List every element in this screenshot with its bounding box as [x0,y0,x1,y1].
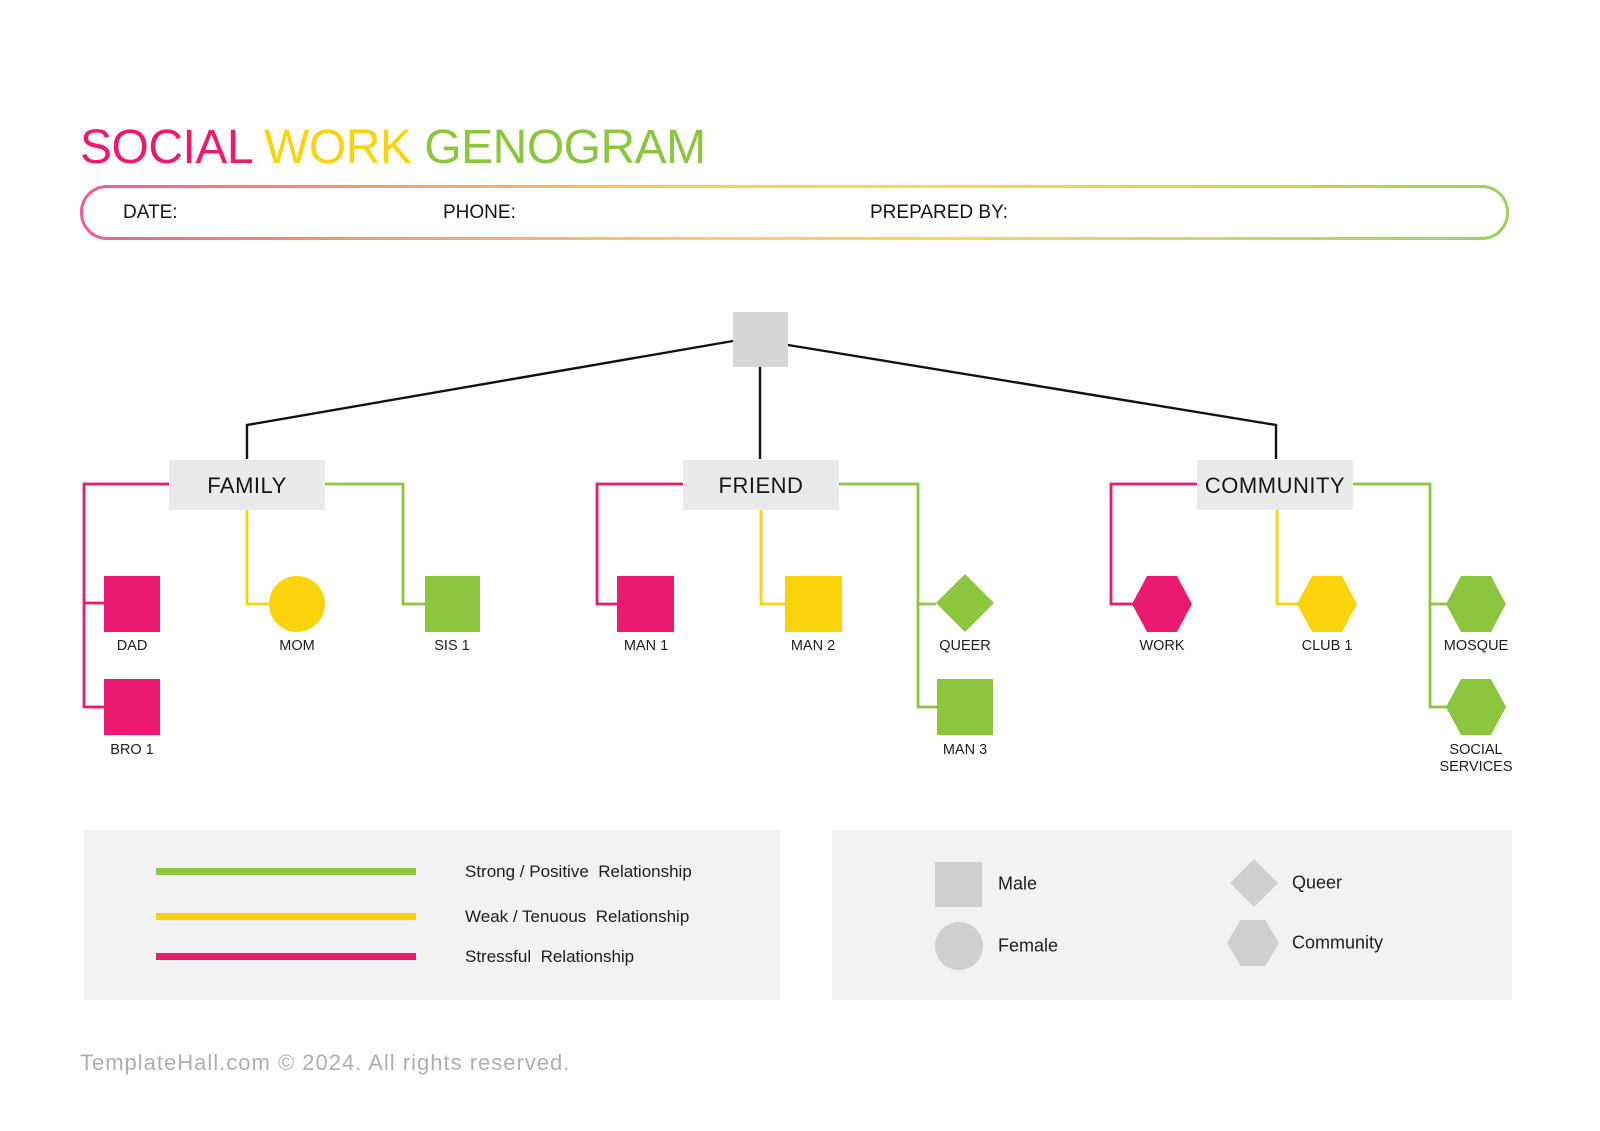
node-sis1-square [425,576,480,632]
node-social-services-hexagon [1446,679,1506,735]
node-dad-label: DAD [117,638,148,654]
connector-family-weak [245,510,269,606]
male-square-icon [935,862,982,907]
genogram-diagram: FAMILY FRIEND COMMUNITY DAD MOM SIS 1 BR… [82,312,1513,775]
node-work-label: WORK [1139,638,1184,654]
prepared-by-label: PREPARED BY: [870,202,1008,223]
node-man1-square [617,576,674,632]
node-bro1-square [104,679,160,735]
phone-label: PHONE: [443,202,516,223]
connector-community-strong [1353,482,1447,709]
info-bar: DATE: PHONE: PREPARED BY: [80,185,1509,240]
date-label: DATE: [123,202,178,223]
node-mosque-hexagon [1446,576,1506,632]
node-social-services-label-line1: SOCIAL [1449,742,1502,758]
node-dad-square [104,576,160,632]
legend-line-strong-positive [156,868,416,875]
legend-label-male: Male [998,873,1038,894]
community-hexagon-icon [1227,920,1279,966]
node-mosque-label: MOSQUE [1444,638,1509,654]
legend-label-female: Female [998,935,1059,956]
node-mom-label: MOM [279,638,314,654]
node-work-hexagon [1132,576,1192,632]
page-title: SOCIAL WORK GENOGRAM [80,120,706,175]
node-bro1-label: BRO 1 [110,742,154,758]
connector-family-stressful [82,482,169,709]
node-mom-circle [269,576,325,632]
connector-root-community [787,343,1278,459]
node-queer-diamond [936,574,994,632]
legend-label-queer: Queer [1292,872,1343,893]
node-sis1-label: SIS 1 [434,638,469,654]
node-queer-label: QUEER [939,638,991,654]
connector-community-stressful [1109,482,1197,606]
legend-label-community: Community [1292,932,1384,953]
node-man2-label: MAN 2 [791,638,835,654]
footer-copyright: TemplateHall.com © 2024. All rights rese… [80,1050,571,1075]
category-label-family: FAMILY [207,473,287,498]
prepared-by-input-area[interactable] [1008,194,1488,232]
legend-label-stressful: Stressful Relationship [465,947,635,966]
root-node-square [733,312,788,367]
node-social-services-label-line2: SERVICES [1439,759,1512,775]
node-man3-square [937,679,993,735]
node-man1-label: MAN 1 [624,638,668,654]
phone-input-area[interactable] [523,194,853,232]
category-box-community [1197,460,1353,510]
category-label-community: COMMUNITY [1205,473,1345,498]
legend-label-strong-positive: Strong / Positive Relationship [465,862,692,881]
female-circle-icon [935,922,983,970]
title-word-work: WORK [264,121,412,174]
connector-root-family [245,339,734,459]
node-club1-label: CLUB 1 [1302,638,1353,654]
node-man2-square [785,576,842,632]
shape-legend-panel: Male Female Queer Community [832,830,1512,1000]
legend-label-weak-tenuous: Weak / Tenuous Relationship [465,907,690,926]
legend-line-stressful [156,953,416,960]
queer-diamond-icon [1230,859,1278,907]
connector-friend-strong [839,482,937,709]
connector-friend-weak [759,510,785,606]
category-box-family [169,460,325,510]
connector-friend-stressful [595,482,683,606]
category-label-friend: FRIEND [719,473,804,498]
title-word-genogram: GENOGRAM [424,121,706,174]
connector-family-strong [325,482,425,606]
node-club1-hexagon [1297,576,1357,632]
info-bar-inner: DATE: PHONE: PREPARED BY: [83,188,1506,237]
category-box-friend [683,460,839,510]
connector-community-weak [1275,510,1298,606]
date-input-area[interactable] [188,194,428,232]
node-man3-label: MAN 3 [943,742,987,758]
legend-line-weak-tenuous [156,913,416,920]
relationship-legend-panel: Strong / Positive Relationship Weak / Te… [84,830,780,1000]
title-word-social: SOCIAL [80,121,252,174]
